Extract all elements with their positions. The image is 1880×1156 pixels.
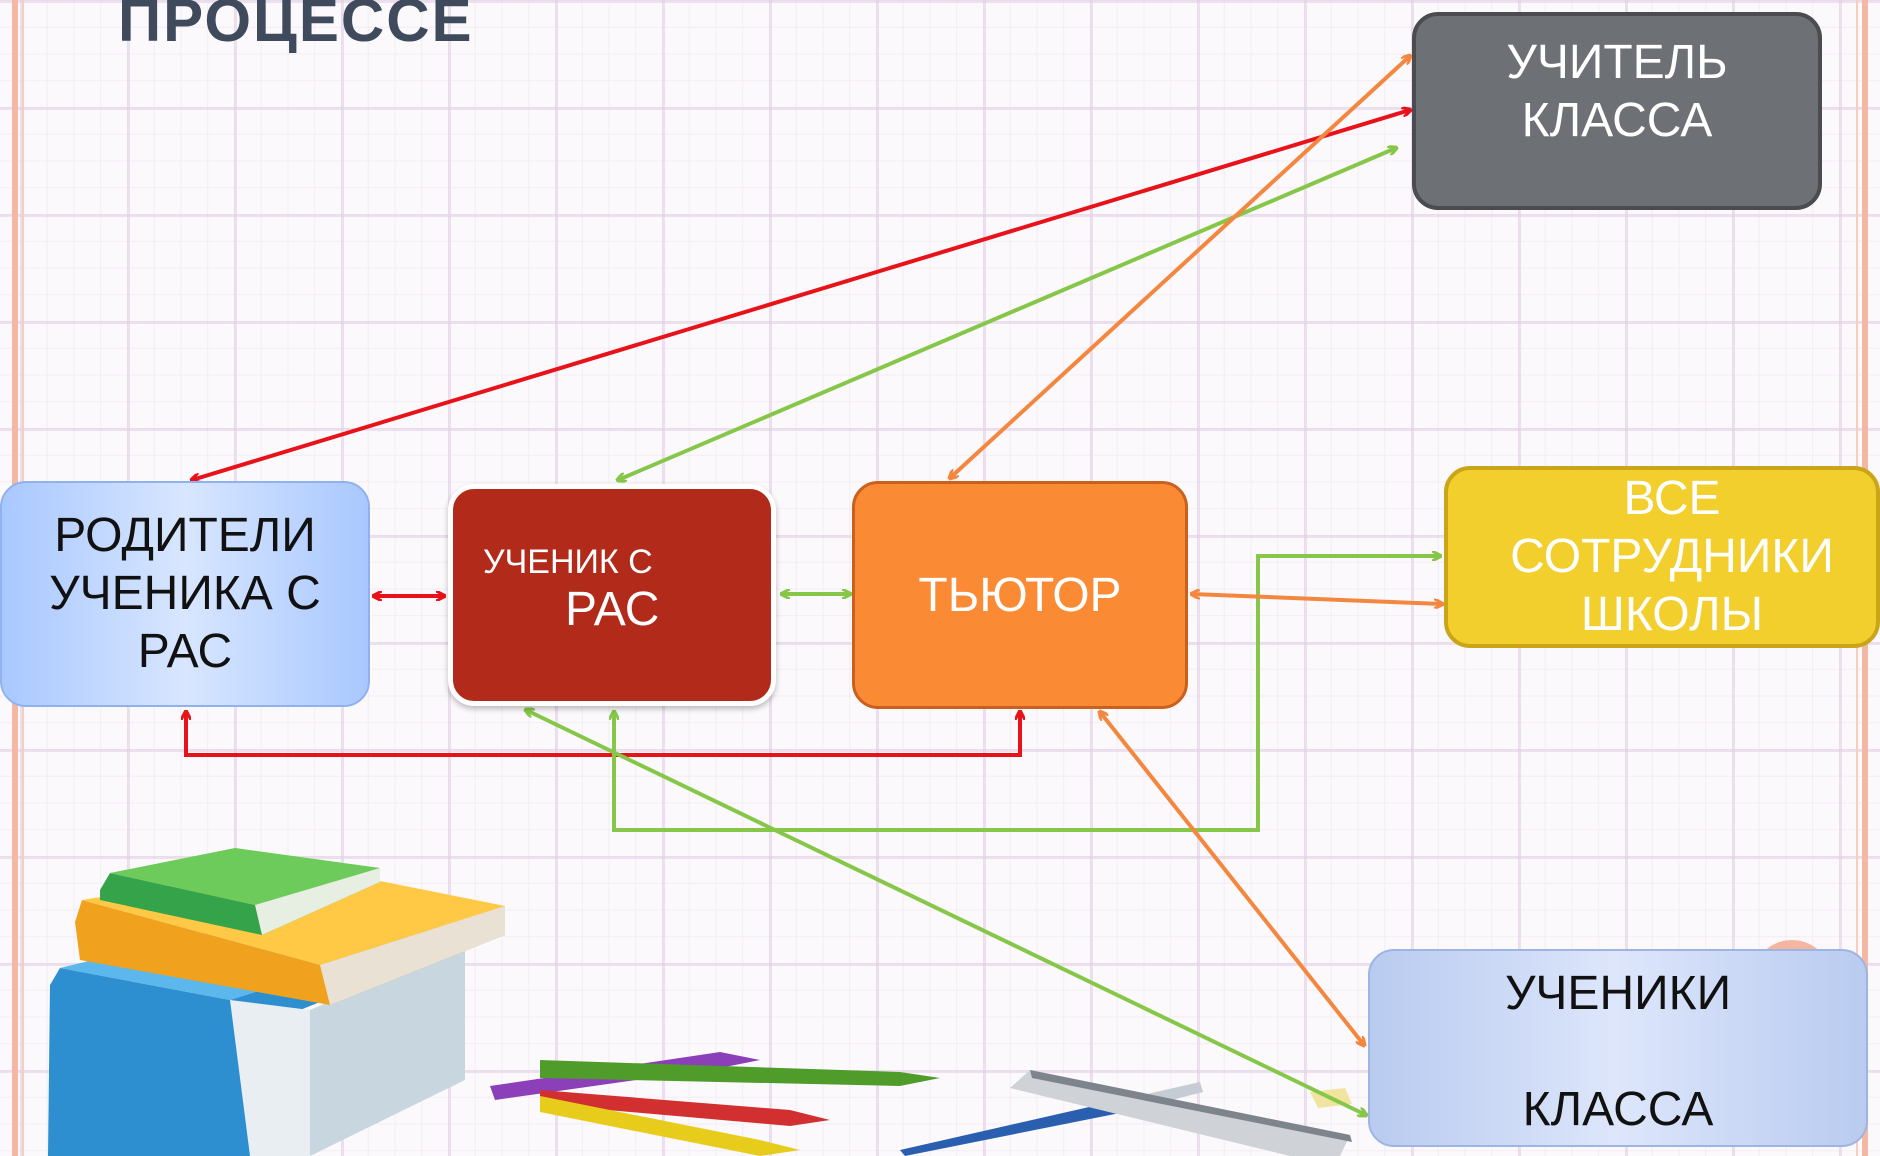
node-student[interactable]: УЧЕНИК С РАС [448,484,776,706]
student-line1: УЧЕНИК С [483,543,653,581]
parents-line1: РОДИТЕЛИ [54,509,316,562]
arrow-tutor-classmates [1100,712,1364,1045]
node-tutor[interactable]: ТЬЮТОР [852,481,1188,709]
parents-line3: РАС [137,625,233,678]
arrow-tutor-teacher [950,56,1410,478]
tutor-label: ТЬЮТОР [918,568,1122,622]
node-classmates[interactable]: УЧЕНИКИ КЛАССА [1368,949,1868,1147]
books-illustration [48,848,505,1156]
node-parents[interactable]: РОДИТЕЛИ УЧЕНИКА С РАС [0,481,370,707]
teacher-line1: УЧИТЕЛЬ [1506,36,1728,89]
teacher-line2: КЛАССА [1521,94,1713,147]
slide-title: ПРОЦЕССЕ [118,0,474,54]
staff-line1: ВСЕ [1623,472,1721,525]
classmates-line1: УЧЕНИКИ [1504,967,1732,1020]
node-school-staff[interactable]: ВСЕ СОТРУДНИКИ ШКОЛЫ [1444,466,1880,648]
arrow-parents-teacher [192,110,1410,480]
parents-line2: УЧЕНИКА С [49,567,321,620]
classmates-line2: КЛАССА [1522,1083,1714,1136]
arrow-tutor-staff [1192,594,1442,604]
staff-line3: ШКОЛЫ [1580,588,1764,641]
node-class-teacher[interactable]: УЧИТЕЛЬ КЛАССА [1412,12,1822,210]
student-line2: РАС [565,583,660,636]
staff-line2: СОТРУДНИКИ [1510,530,1834,583]
arrow-student-classmates [526,710,1366,1115]
